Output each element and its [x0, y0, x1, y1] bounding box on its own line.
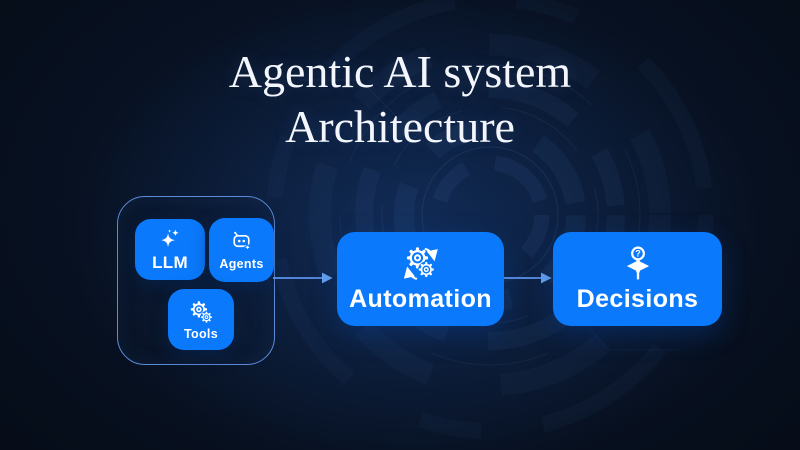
question-mark-glyph: ? — [635, 248, 641, 258]
node-label: Decisions — [576, 284, 699, 313]
tile-label: LLM — [152, 253, 188, 272]
automation-cycle-gears-icon — [403, 245, 438, 280]
tile-llm: LLM — [135, 219, 205, 280]
sparkles-icon — [161, 229, 179, 248]
tile-agents: Agents — [209, 218, 274, 282]
tile-label: Agents — [219, 257, 264, 271]
connector-arrow-group-to-automation — [273, 272, 333, 284]
tile-label: Tools — [184, 326, 218, 341]
components-group-box: LLM Agents Tools — [117, 196, 275, 365]
gears-icon — [189, 299, 213, 323]
title-line-2: Architecture — [285, 101, 515, 152]
node-automation: Automation — [337, 232, 504, 326]
node-label: Automation — [349, 284, 492, 313]
robot-agent-icon — [233, 231, 253, 252]
title-line-1: Agentic AI system — [228, 46, 572, 97]
node-decisions: ? Decisions — [553, 232, 722, 326]
connector-arrow-automation-to-decisions — [504, 272, 552, 284]
page-title: Agentic AI system Architecture — [0, 44, 800, 154]
tile-tools: Tools — [168, 289, 234, 350]
decision-branch-arrows-icon: ? — [626, 246, 649, 279]
